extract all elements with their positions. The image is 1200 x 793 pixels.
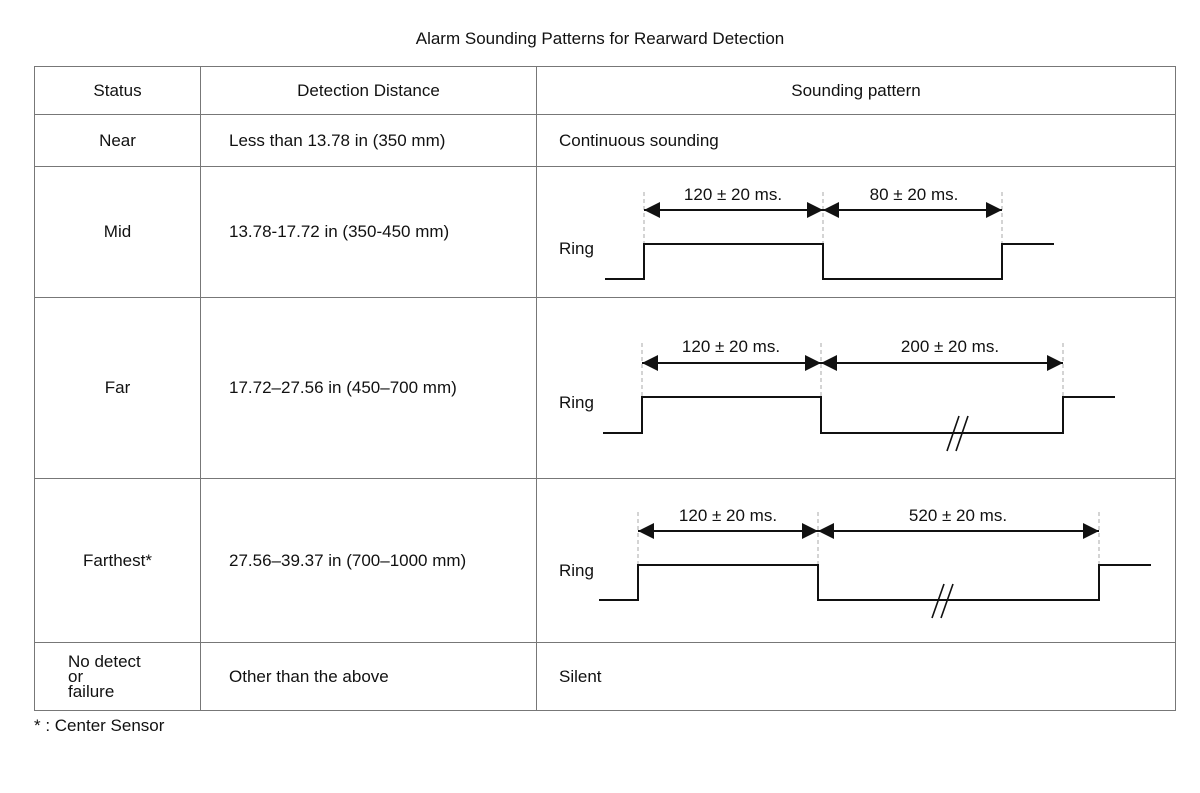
status-line: failure xyxy=(68,682,115,701)
table-row-near: Near Less than 13.78 in (350 mm) Continu… xyxy=(34,114,1176,167)
header-detection-distance: Detection Distance xyxy=(200,66,537,115)
pattern-cell: Ring 120 ± 20 ms. 520 ± 20 ms. xyxy=(536,478,1176,643)
ring-label: Ring xyxy=(559,393,594,412)
status-line: or xyxy=(68,667,84,686)
status-cell: No detect or failure xyxy=(34,642,201,711)
header-status: Status xyxy=(34,66,201,115)
ring-label: Ring xyxy=(559,239,594,258)
status-cell: Farthest* xyxy=(34,478,201,643)
dashed-guides xyxy=(643,192,1003,245)
distance-cell: 27.56–39.37 in (700–1000 mm) xyxy=(200,478,537,643)
table-header-row: Status Detection Distance Sounding patte… xyxy=(34,66,1176,115)
ring-signal-line xyxy=(605,243,1054,280)
footnote: * : Center Sensor xyxy=(34,716,165,735)
alarm-pattern-table: Status Detection Distance Sounding patte… xyxy=(34,66,1176,711)
pattern-cell: Continuous sounding xyxy=(536,114,1176,167)
on-duration-label: 120 ± 20 ms. xyxy=(681,337,781,356)
pattern-cell: Silent xyxy=(536,642,1176,711)
table-row-mid: Mid 13.78-17.72 in (350-450 mm) Ring xyxy=(34,166,1176,298)
time-break-mark xyxy=(946,415,969,452)
time-break-mark xyxy=(931,583,954,619)
waveform-far xyxy=(603,343,1115,452)
on-duration-label: 120 ± 20 ms. xyxy=(678,506,778,525)
distance-cell: 17.72–27.56 in (450–700 mm) xyxy=(200,297,537,479)
table-row-farthest: Farthest* 27.56–39.37 in (700–1000 mm) xyxy=(34,478,1176,643)
distance-cell: Other than the above xyxy=(200,642,537,711)
distance-cell: 13.78-17.72 in (350-450 mm) xyxy=(200,166,537,298)
dashed-guides xyxy=(641,343,1064,396)
off-duration-label: 80 ± 20 ms. xyxy=(869,185,959,204)
dashed-guides xyxy=(637,512,1100,566)
status-cell: Near xyxy=(34,114,201,167)
off-duration-label: 520 ± 20 ms. xyxy=(908,506,1008,525)
pattern-cell: Ring 120 ± 20 ms. 80 ± 20 ms. xyxy=(536,166,1176,298)
ring-signal-line xyxy=(599,564,1151,601)
table-title: Alarm Sounding Patterns for Rearward Det… xyxy=(415,29,785,48)
ring-signal-line xyxy=(603,396,1115,434)
table-row-far: Far 17.72–27.56 in (450–700 mm) xyxy=(34,297,1176,479)
pattern-cell: Ring 120 ± 20 ms. 200 ± 20 ms. xyxy=(536,297,1176,479)
off-duration-label: 200 ± 20 ms. xyxy=(900,337,1000,356)
status-line: No detect xyxy=(68,652,141,671)
waveform-mid xyxy=(605,192,1054,280)
on-duration-label: 120 ± 20 ms. xyxy=(683,185,783,204)
distance-cell: Less than 13.78 in (350 mm) xyxy=(200,114,537,167)
table-row-no-detect: No detect or failure Other than the abov… xyxy=(34,642,1176,711)
status-cell: Far xyxy=(34,297,201,479)
ring-label: Ring xyxy=(559,561,594,580)
header-sounding-pattern: Sounding pattern xyxy=(536,66,1176,115)
status-cell: Mid xyxy=(34,166,201,298)
waveform-farthest xyxy=(599,512,1151,619)
